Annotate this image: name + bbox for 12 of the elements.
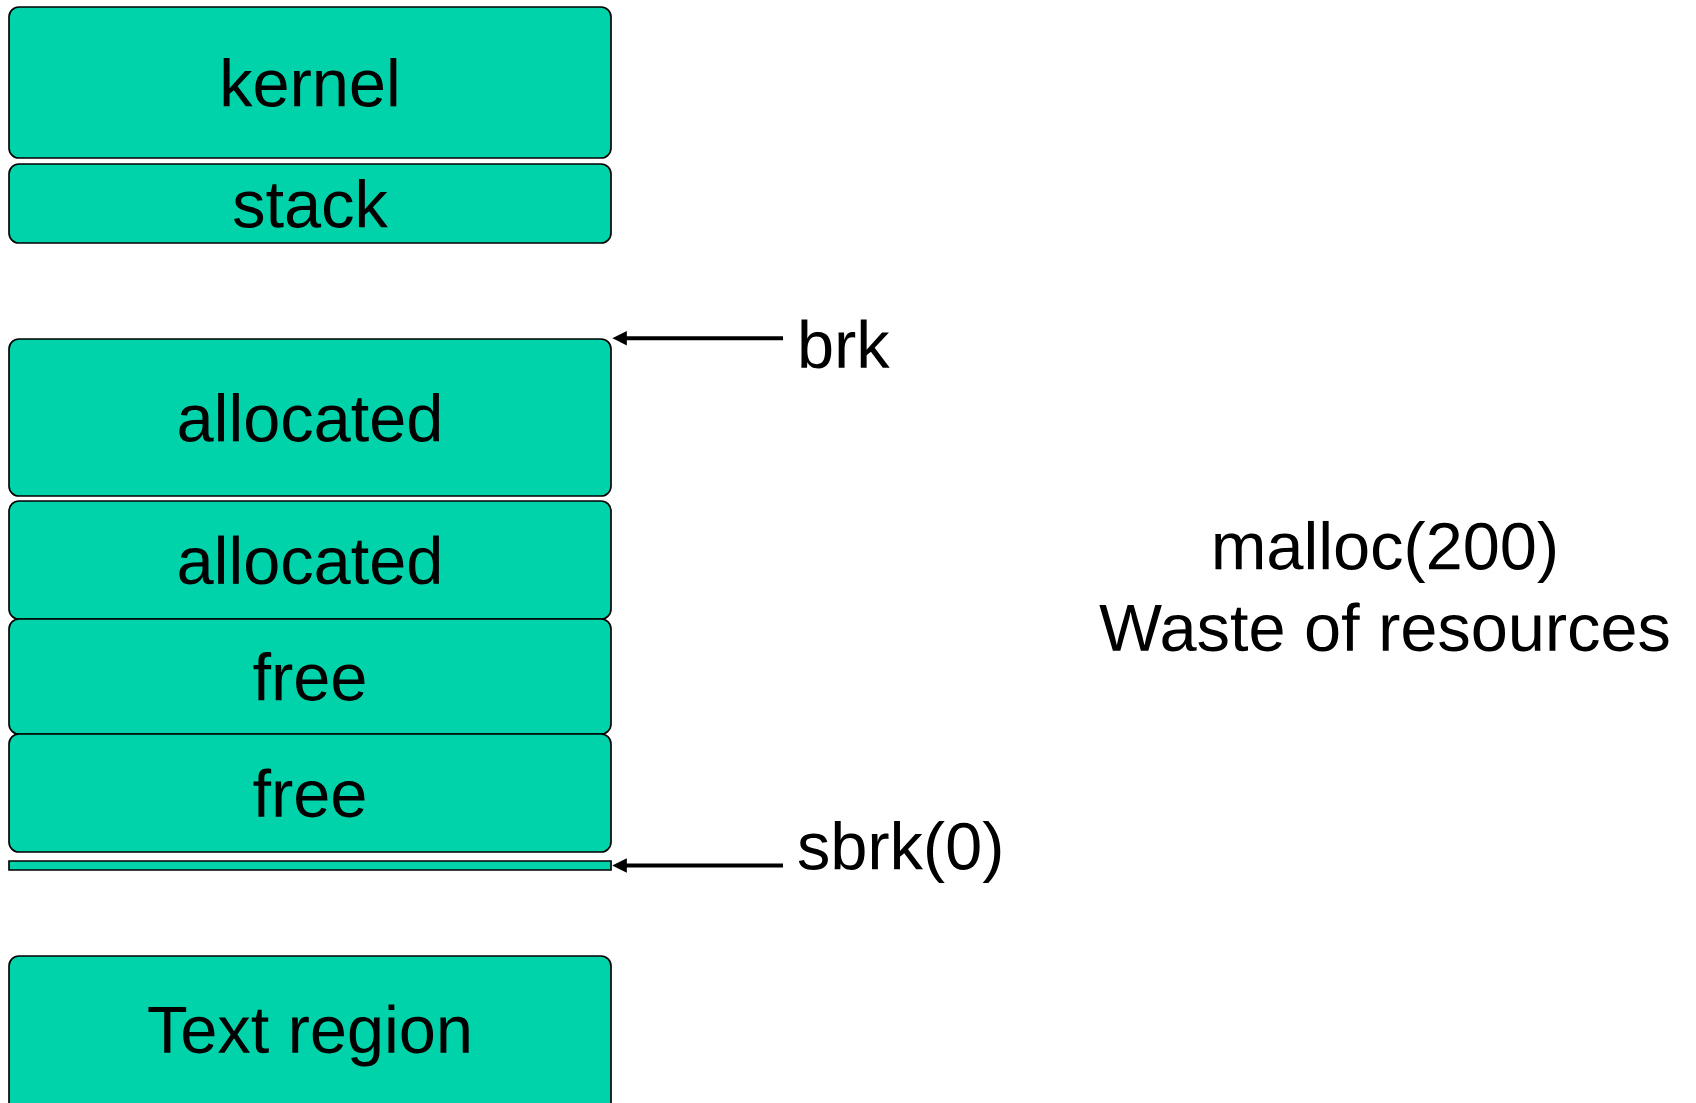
note-text: Waste of resources [1099, 602, 1669, 652]
pointer-label: brk [801, 319, 890, 369]
memory-block: free [8, 618, 612, 735]
pointer-label: sbrk(0) [798, 820, 1001, 884]
note-text: malloc(200) [1215, 520, 1555, 584]
memory-block: kernel [8, 6, 612, 159]
memory-block: allocated [8, 500, 612, 620]
memory-bar [8, 860, 612, 871]
memory-block: free [8, 733, 612, 853]
memory-block: stack [8, 163, 612, 244]
memory-block: allocated [8, 338, 612, 497]
memory-block: Text region [8, 955, 612, 1103]
